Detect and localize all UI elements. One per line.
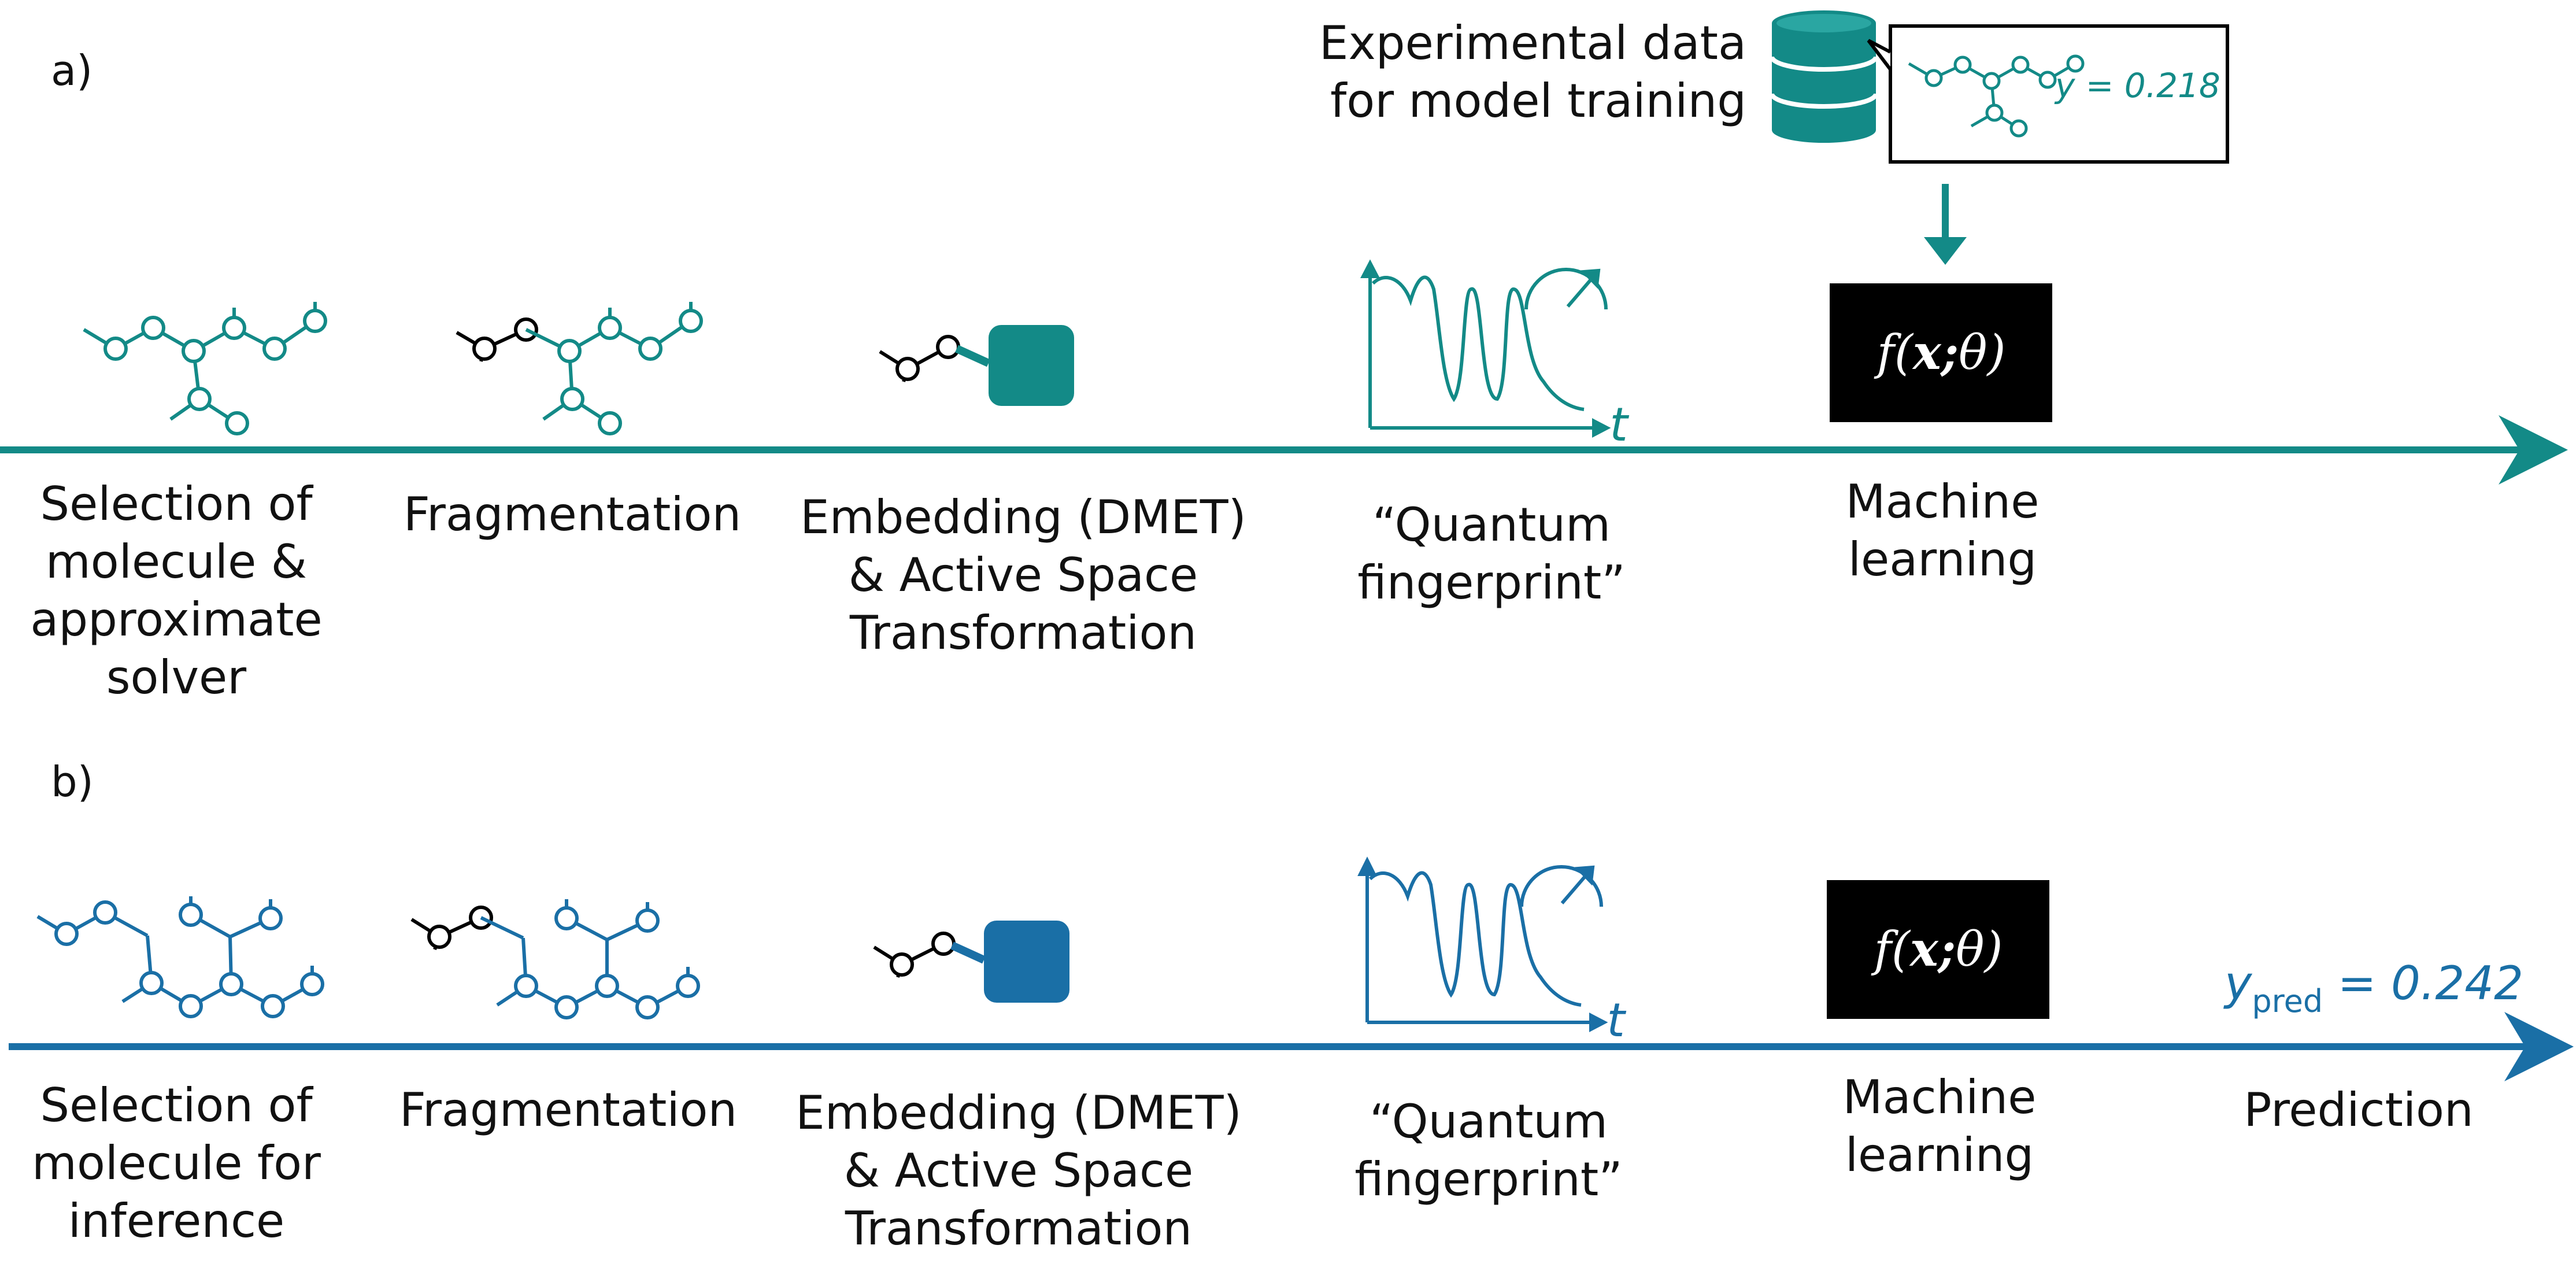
step-label-line: inference — [68, 1194, 285, 1248]
step-label-fingerprint: “Quantum fingerprint” — [1330, 496, 1653, 612]
model-x: x; — [1909, 922, 1956, 977]
model-x: x; — [1912, 325, 1959, 380]
step-label-line: fingerprint” — [1354, 1152, 1623, 1206]
step-label-fingerprint: “Quantum fingerprint” — [1327, 1093, 1650, 1209]
step-label-line: learning — [1848, 533, 2037, 586]
model-fx: f( — [1874, 326, 1914, 380]
training-arrow — [1924, 184, 1967, 265]
ml-model-box: f(x;θ) — [1830, 283, 2052, 422]
database-caption: Experimental data for model training — [1319, 14, 1746, 130]
sample-value: y = 0.218 — [2054, 66, 2220, 105]
prediction-subscript: pred — [2252, 983, 2323, 1019]
sample-callout: y = 0.218 — [1867, 24, 2229, 164]
step-label-line: Machine — [1845, 475, 2040, 529]
step-label-prediction: Prediction — [2174, 1081, 2544, 1139]
step-label-line: Transformation — [849, 606, 1197, 660]
ml-model-box: f(x;θ) — [1827, 880, 2049, 1019]
database-caption-line2: for model training — [1330, 74, 1746, 128]
svg-text:f(x;θ): f(x;θ) — [1871, 922, 2003, 977]
step-label-selection: Selection of molecule for inference — [14, 1077, 338, 1250]
panel-label-a: a) — [51, 46, 93, 95]
fragmented-molecule-icon — [456, 302, 703, 435]
database-caption-line1: Experimental data — [1319, 16, 1746, 70]
prediction-number: = 0.242 — [2323, 956, 2523, 1010]
time-axis-label: t — [1609, 398, 1628, 452]
molecule-icon — [36, 896, 324, 1018]
embedding-icon — [873, 921, 1069, 1003]
step-label-line: “Quantum — [1372, 498, 1611, 552]
step-label-line: & Active Space — [843, 1144, 1194, 1198]
step-label-line: “Quantum — [1370, 1095, 1608, 1148]
panel-label-b: b) — [51, 758, 94, 806]
step-label-line: Embedding (DMET) — [795, 1086, 1242, 1140]
embedding-icon — [879, 325, 1074, 406]
step-label-line: Prediction — [2244, 1083, 2474, 1137]
step-label-line: & Active Space — [848, 548, 1198, 602]
step-label-line: Selection of — [40, 1078, 313, 1132]
fragmented-molecule-icon — [410, 899, 700, 1019]
step-label-line: fingerprint” — [1357, 556, 1626, 609]
model-theta: θ) — [1956, 922, 2003, 977]
time-signal-icon — [1360, 259, 1611, 438]
panel-b: f(x;θ) ypred = 0.242 — [9, 856, 2574, 1081]
molecule-icon — [83, 302, 327, 435]
database-icon — [1770, 10, 1878, 143]
svg-text:f(x;θ): f(x;θ) — [1874, 325, 2006, 380]
model-fx: f( — [1871, 922, 1911, 977]
time-axis-label: t — [1607, 993, 1625, 1047]
step-label-line: Machine — [1842, 1070, 2037, 1124]
model-theta: θ) — [1959, 326, 2005, 380]
step-label-fragmentation: Fragmentation — [395, 1081, 742, 1139]
prediction-value: ypred = 0.242 — [2223, 956, 2523, 1019]
step-label-fragmentation: Fragmentation — [399, 486, 746, 544]
step-label-embedding: Embedding (DMET) & Active Space Transfor… — [787, 1084, 1250, 1258]
time-signal-icon — [1357, 856, 1608, 1032]
step-label-ml: Machine learning — [1783, 1069, 2096, 1184]
step-label-line: molecule & — [45, 535, 308, 589]
step-label-line: approximate — [30, 593, 323, 646]
step-label-line: Selection of — [40, 477, 313, 531]
step-label-line: molecule for — [32, 1136, 321, 1190]
step-label-line: Fragmentation — [399, 1083, 738, 1137]
step-label-line: Fragmentation — [403, 487, 742, 541]
step-label-embedding: Embedding (DMET) & Active Space Transfor… — [792, 489, 1254, 662]
step-label-line: solver — [106, 651, 247, 704]
step-label-line: learning — [1845, 1128, 2034, 1182]
step-label-ml: Machine learning — [1786, 473, 2098, 589]
step-label-line: Transformation — [845, 1202, 1193, 1255]
panel-a: f(x;θ) — [0, 10, 2568, 485]
step-label-selection: Selection of molecule & approximate solv… — [14, 475, 338, 707]
step-label-line: Embedding (DMET) — [800, 490, 1246, 544]
prediction-y: y — [2223, 956, 2253, 1010]
sample-molecule-icon — [1908, 54, 2085, 138]
